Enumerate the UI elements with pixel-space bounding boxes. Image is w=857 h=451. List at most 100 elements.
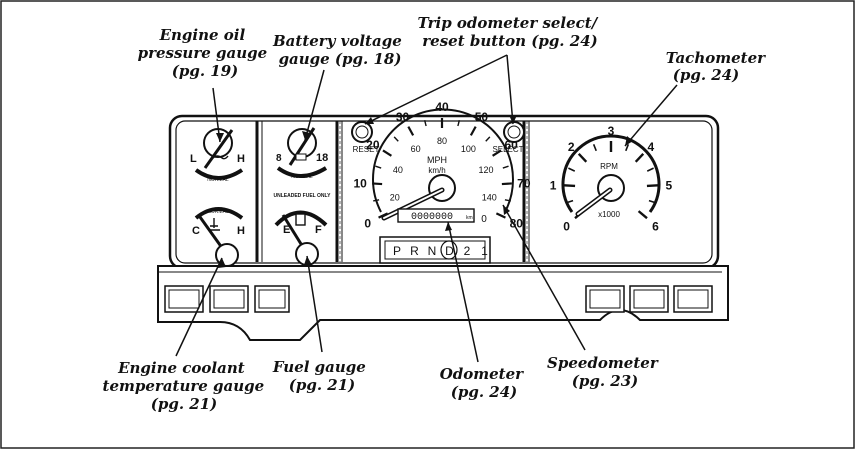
speedometer-kmh-label: 20 [390,192,400,202]
callout-battery: Battery voltage gauge (pg. 18) [272,32,407,68]
callout-odometer: Odometer (pg. 24) [440,365,529,401]
speedometer-kmh-label: 80 [437,136,447,146]
gear-letter: R [410,244,419,258]
leader-coolant [175,257,223,357]
gear-letter: 2 [464,244,471,258]
leader-trip-select [506,54,514,125]
oil-gauge-low-label: L [190,153,197,165]
tachometer-label: 3 [608,124,615,138]
leader-arrowheads [216,115,633,268]
speedometer-kmh-label: 40 [393,165,403,175]
coolant-gauge-low-label: C [192,225,200,237]
speedometer-kmh-label: 60 [411,144,421,154]
speedometer-tick [423,120,427,127]
gear-letter: 1 [481,244,488,258]
speedometer-tick [382,149,392,157]
leader-tach [624,84,678,147]
speedometer-tick [504,199,511,202]
oil-can-icon [212,155,229,160]
speedometer-kmh-label: 100 [461,144,476,154]
odometer-reading: 0000000 [411,212,453,223]
gear-letter: N [428,244,437,258]
speedometer-mph-labels: 0 10 20 30 40 50 60 70 80 [353,100,530,231]
oil-gauge-normal-label: NORMAL [207,177,229,183]
tachometer-label: 0 [563,219,570,233]
battery-gauge-high-label: 18 [316,152,328,164]
tachometer-unit: RPM [600,162,618,171]
tachometer-tick [566,199,574,204]
speedometer-mph-label: 80 [510,217,524,231]
battery-icon [295,153,307,161]
speedometer-tick [469,126,477,136]
battery-gauge-normal-label: NORMAL [291,174,313,180]
left-vent-group [164,285,290,313]
leader-trip-reset [364,54,508,125]
speedometer-tick [502,165,509,169]
tachometer-label: 5 [666,179,673,193]
speedometer-tick [378,212,389,219]
speedometer-tick [393,136,399,142]
lower-trim-panel [157,265,729,341]
fuel-gauge: UNLEADED FUEL ONLY E F [274,193,332,266]
tachometer-tick [564,184,576,188]
speedometer-kmh-unit: km/h [428,166,445,175]
fuel-gauge-full-label: F [315,224,322,236]
leader-fuel [306,255,323,353]
gear-letter: P [393,244,401,258]
callout-tachometer: Tachometer (pg. 24) [666,49,771,84]
coolant-gauge-normal-label: NORMAL [207,209,229,215]
select-button[interactable] [503,121,525,143]
select-button-label: SELECT [492,145,523,154]
battery-gauge-low-label: 8 [276,153,282,164]
tachometer-tick [637,210,648,220]
speedometer-tick [485,136,491,142]
tachometer-tick [568,167,576,172]
fuel-notice-label: UNLEADED FUEL ONLY [274,193,332,199]
oil-gauge-high-label: H [237,153,245,165]
speedometer-mph-unit: MPH [427,155,447,165]
speedometer-mph-label: 0 [364,217,371,231]
tachometer-tick [646,167,654,172]
callout-oil: Engine oil pressure gauge (pg. 19) [138,26,273,80]
battery-voltage-gauge: 8 18 NORMAL [276,127,328,180]
callout-labels: Engine oil pressure gauge (pg. 19) Batte… [103,14,771,413]
reset-button[interactable] [351,121,373,143]
speedometer-tick [407,126,415,136]
fuel-pump-icon [295,213,306,226]
tachometer-tick [577,152,588,163]
speedometer-mph-label: 20 [366,138,380,152]
leader-speedo [502,204,586,351]
speedometer-tick [501,182,512,186]
speedometer-mph-label: 70 [517,177,531,191]
coolant-gauge-high-label: H [237,225,245,237]
speedometer-mph-label: 40 [435,100,449,114]
tachometer-label: 2 [568,140,575,154]
speedometer-tick [375,165,382,169]
tachometer-tick [634,152,645,163]
speedometer-tick-group [372,118,512,219]
speedometer-tick [372,182,383,186]
tachometer-tick [592,144,597,152]
leader-odometer [447,221,479,363]
speedometer-mph-label: 50 [475,110,489,124]
speedometer-mph-label: 30 [396,110,410,124]
leader-battery [304,69,325,141]
speedometer-mph-label: 10 [353,177,367,191]
callout-fuel: Fuel gauge (pg. 21) [272,358,371,394]
tachometer-tick [625,144,630,152]
odometer-unit: km [466,215,473,221]
callout-coolant: Engine coolant temperature gauge (pg. 21… [103,359,270,413]
fuel-gauge-empty-label: E [283,224,290,236]
tachometer-label: 4 [647,140,654,154]
odometer-display [397,208,475,223]
speedometer-kmh-label: 120 [479,165,494,175]
